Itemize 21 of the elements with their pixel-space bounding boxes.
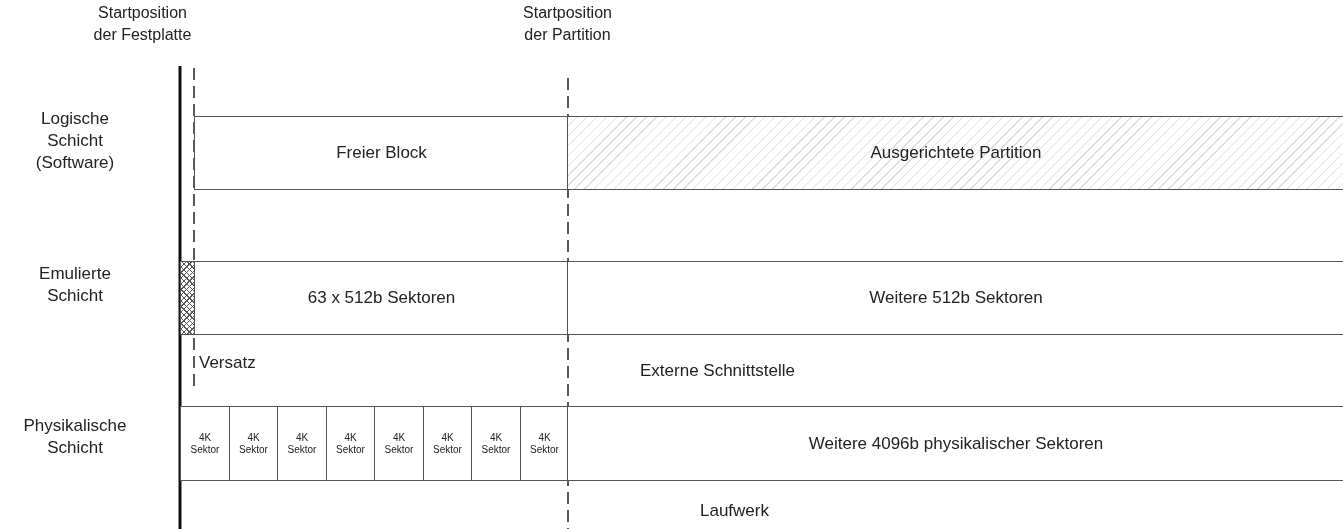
sector-box: 4K Sektor (519, 406, 570, 481)
interface-label: Externe Schnittstelle (640, 360, 795, 382)
sector-box: 4K Sektor (374, 406, 424, 481)
sector-box: 4K Sektor (325, 406, 376, 481)
sector-box: 4K Sektor (422, 406, 473, 481)
position-label: Startposition der Partition (522, 3, 613, 45)
sector-box: 4K Sektor (277, 406, 327, 481)
hatched-partition-box: Ausgerichtete Partition (567, 116, 1343, 190)
position-label: Startposition der Festplatte (92, 3, 193, 45)
block-box: 63 x 512b Sektoren (194, 261, 569, 335)
sector-box: 4K Sektor (228, 406, 279, 481)
layer-label: Emulierte Schicht (38, 263, 112, 307)
sector-box: 4K Sektor (180, 406, 230, 481)
interface-label: Laufwerk (700, 500, 769, 522)
layer-label: Logische Schicht (Software) (34, 108, 116, 174)
offset-label: Versatz (199, 352, 256, 374)
block-box: Freier Block (194, 116, 569, 190)
sector-box: 4K Sektor (471, 406, 521, 481)
layer-label: Physikalische Schicht (22, 415, 128, 459)
block-box: Weitere 4096b physikalischer Sektoren (567, 406, 1343, 481)
block-box: Weitere 512b Sektoren (567, 261, 1343, 335)
